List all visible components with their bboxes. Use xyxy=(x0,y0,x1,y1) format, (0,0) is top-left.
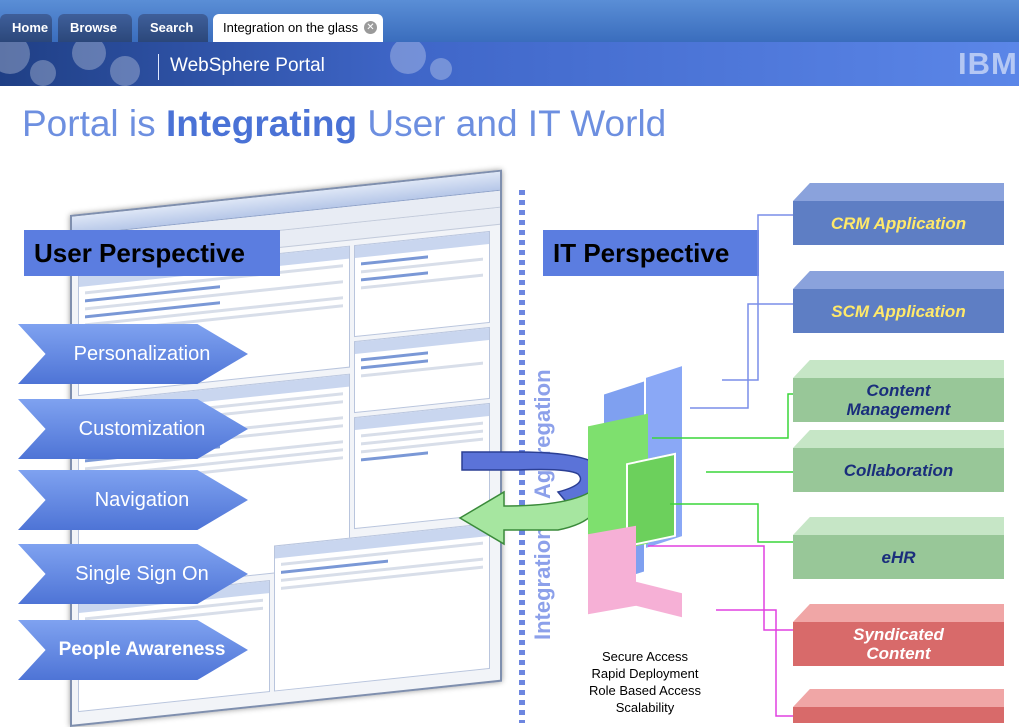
app-label: eHR xyxy=(881,547,916,567)
top-navigation: Home Browse Search Integration on the gl… xyxy=(0,0,1019,42)
feature-people-awareness: People Awareness xyxy=(18,620,248,680)
user-perspective-heading: User Perspective xyxy=(24,230,280,276)
portlet xyxy=(354,230,490,338)
app-collaboration: Collaboration xyxy=(793,448,1004,492)
feature-item: Rapid Deployment xyxy=(591,666,699,681)
banner-decoration xyxy=(0,42,30,74)
app-label: Syndicated Content xyxy=(853,625,944,663)
title-part: User and IT World xyxy=(357,103,667,144)
banner-decoration xyxy=(72,42,106,70)
app-label: Content Management xyxy=(846,381,951,419)
tab-label: Home xyxy=(12,20,49,35)
portlet xyxy=(354,326,490,414)
app-label: SCM Application xyxy=(831,301,966,321)
ibm-logo: IBM xyxy=(958,46,1018,81)
connector-scm xyxy=(690,303,795,409)
slide-title: Portal is Integrating User and IT World xyxy=(22,103,666,145)
banner-decoration xyxy=(430,58,452,80)
tab-label: Integration on the glass xyxy=(223,20,359,35)
tab-label: Browse xyxy=(70,20,117,35)
app-ehr: eHR xyxy=(793,535,1004,579)
feature-item: Secure Access xyxy=(602,649,688,664)
connector-crm xyxy=(722,214,795,381)
it-perspective-heading: IT Perspective xyxy=(543,230,759,276)
feature-item: Scalability xyxy=(615,700,675,715)
feature-single-sign-on: Single Sign On xyxy=(18,544,248,604)
feature-personalization: Personalization xyxy=(18,324,248,384)
close-icon[interactable]: ✕ xyxy=(364,21,377,34)
banner-decoration xyxy=(30,60,56,86)
product-name: WebSphere Portal xyxy=(170,55,325,76)
title-emphasis: Integrating xyxy=(165,103,358,144)
portal-features: Secure Access Rapid Deployment Role Base… xyxy=(560,648,730,716)
app-label: CRM Application xyxy=(830,213,967,233)
banner-divider xyxy=(158,54,159,80)
app-label: Collaboration xyxy=(843,460,954,480)
app-additional xyxy=(793,707,1004,723)
feature-item: Role Based Access xyxy=(588,683,701,698)
portal-banner: WebSphere Portal IBM xyxy=(0,42,1019,86)
feature-navigation: Navigation xyxy=(18,470,248,530)
feature-customization: Customization xyxy=(18,399,248,459)
tab-integration[interactable]: Integration on the glass ✕ xyxy=(213,14,383,42)
tab-home[interactable]: Home xyxy=(0,14,52,42)
banner-decoration xyxy=(390,42,426,74)
tab-search[interactable]: Search xyxy=(138,14,208,42)
tab-label: Search xyxy=(150,20,194,35)
title-part: Portal is xyxy=(22,103,166,144)
tab-browse[interactable]: Browse xyxy=(58,14,132,42)
app-syndicated-content: Syndicated Content xyxy=(793,622,1004,666)
app-scm: SCM Application xyxy=(793,289,1004,333)
banner-decoration xyxy=(110,56,140,86)
app-content-management: Content Management xyxy=(793,378,1004,422)
app-crm: CRM Application xyxy=(793,201,1004,245)
